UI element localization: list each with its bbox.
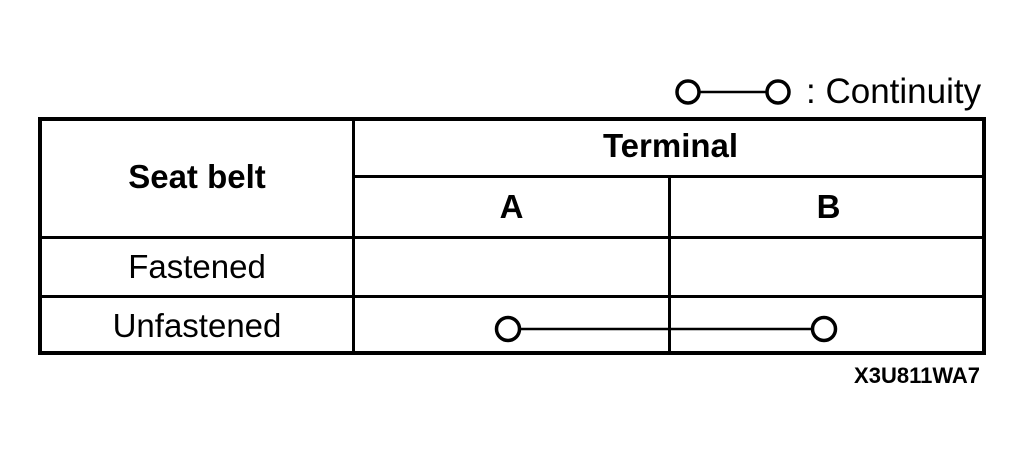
- terminal-b-node: [810, 315, 838, 343]
- column-header-a: A: [499, 188, 524, 225]
- legend-label: : Continuity: [806, 72, 982, 111]
- legend: : Continuity: [670, 72, 1000, 112]
- figure-code: X3U811WA7: [854, 363, 980, 388]
- group-header-terminal: Terminal: [602, 127, 739, 164]
- row-header-seat-belt: Seat belt: [128, 158, 266, 195]
- table-divider-h3: [38, 295, 986, 298]
- table-divider-v2: [668, 176, 671, 355]
- terminal-a-node: [494, 315, 522, 343]
- table-divider-h2: [38, 236, 986, 239]
- unfastened-continuity-mark: [494, 315, 838, 343]
- table-divider-h1: [353, 175, 986, 178]
- row-label-unfastened: Unfastened: [112, 307, 282, 344]
- continuity-symbol-icon: [675, 79, 791, 105]
- row-label-fastened: Fastened: [128, 248, 266, 285]
- column-header-b: B: [816, 188, 841, 225]
